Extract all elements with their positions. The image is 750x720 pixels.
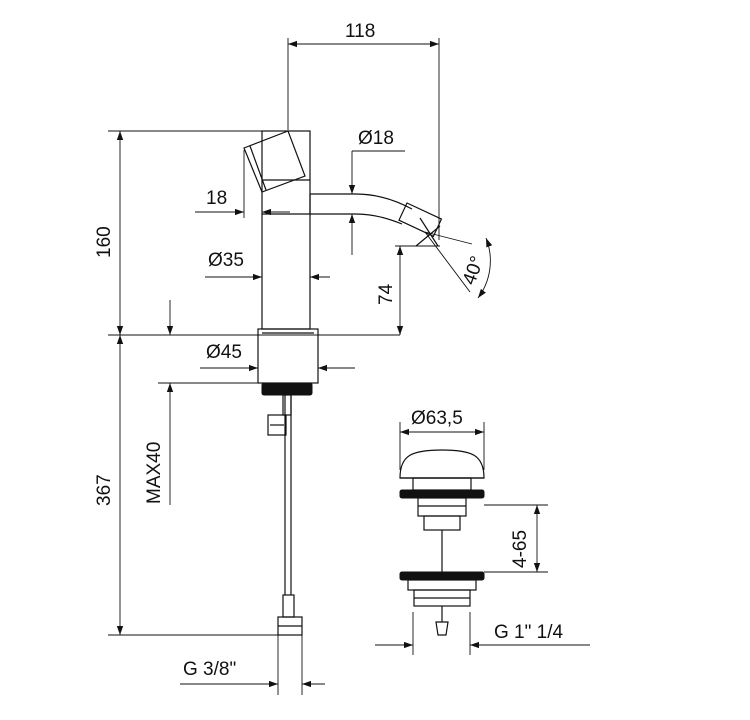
dim-spray-angle-label: 40°: [459, 254, 489, 288]
base-nut: [261, 382, 313, 396]
dim-118-label: 118: [345, 21, 375, 42]
dim-hose-connection-label: G 3/8": [183, 659, 236, 680]
waste-valve: [399, 449, 485, 636]
lever-handle: [243, 130, 306, 193]
dim-body-diameter-label: Ø35: [208, 250, 244, 271]
dim-spout-height-label: 74: [376, 283, 397, 305]
dim-waste-thread-label: G 1" 1/4: [494, 622, 563, 643]
dim-base-diameter-label: Ø45: [206, 342, 242, 363]
dim-hose-length-label: 367: [94, 474, 115, 506]
dimension-lines: [108, 38, 493, 695]
dim-max-deck-label: MAX40: [144, 442, 165, 504]
dim-lever-offset-label: 18: [206, 188, 227, 209]
dim-waste-diameter-label: Ø63,5: [411, 408, 463, 429]
dim-waste-range-label: 4-65: [510, 530, 531, 568]
dim-body-height-label: 160: [94, 226, 115, 258]
dim-spout-diameter-label: Ø18: [358, 128, 394, 149]
spout: [309, 193, 443, 247]
waste-dimension-lines: [375, 422, 590, 655]
mixer-body: [257, 130, 319, 384]
supply-hose: [267, 394, 303, 636]
